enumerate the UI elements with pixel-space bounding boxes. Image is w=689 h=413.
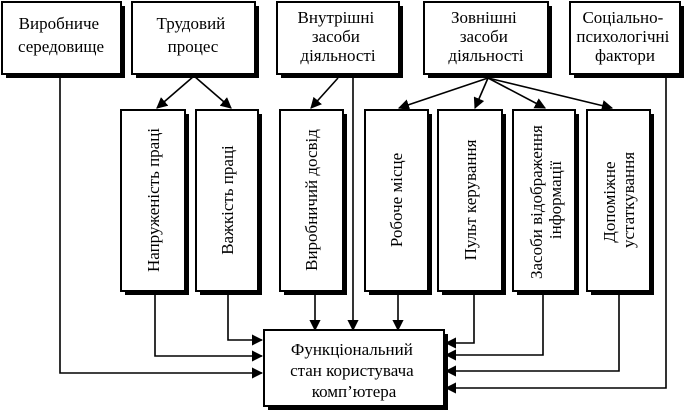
label-external-means: Зовнішні засоби діяльності xyxy=(448,8,523,65)
label-socio-psychological: Соціально- психологічні фактори xyxy=(576,8,673,65)
label-control-panel: Пульт керування xyxy=(461,139,480,260)
box-external-means: Зовнішні засоби діяльності xyxy=(423,1,552,78)
box-socio-psychological: Соціально- психологічні фактори xyxy=(569,1,684,78)
label-labor-process: Трудовий процес xyxy=(156,14,229,56)
box-control-panel: Пульт керування xyxy=(437,109,506,295)
label-labor-severity: Важкість праці xyxy=(218,145,237,255)
box-auxiliary-equipment: Допоміжне устаткування xyxy=(586,109,654,295)
arrow-intensity-to-result xyxy=(154,291,264,362)
box-production-experience: Виробничий досвід xyxy=(279,109,347,295)
arrow-auxiliary-to-result xyxy=(444,291,620,377)
arrow-external-means-to-workplace xyxy=(397,77,489,111)
arrow-display-means-to-result xyxy=(444,291,544,361)
arrow-socio-to-result xyxy=(444,78,667,394)
box-labor-severity: Важкість праці xyxy=(195,109,262,295)
arrow-labor-process-to-severity xyxy=(193,75,232,109)
arrow-severity-to-result xyxy=(227,291,264,346)
arrow-external-means-to-auxiliary xyxy=(487,77,614,112)
box-display-means: Засоби відображення інформації xyxy=(512,109,579,295)
label-production-environment: Виробниче середовище xyxy=(18,14,104,56)
label-auxiliary-equipment: Допоміжне устаткування xyxy=(600,152,638,248)
connectors xyxy=(59,75,667,394)
arrow-internal-means-to-experience xyxy=(310,77,339,109)
arrow-labor-process-to-intensity xyxy=(156,75,195,109)
arrow-control-panel-to-result xyxy=(444,291,475,349)
middle-row: Напруженість праці Важкість праці Виробн… xyxy=(120,109,654,295)
box-labor-intensity: Напруженість праці xyxy=(120,109,189,295)
label-internal-means: Внутрішні засоби діяльності xyxy=(298,8,379,65)
label-functional-state: Функціональний стан користувача комп’юте… xyxy=(290,340,418,401)
box-labor-process: Трудовий процес xyxy=(131,1,259,78)
box-internal-means: Внутрішні засоби діяльності xyxy=(276,1,403,78)
label-display-means: Засоби відображення інформації xyxy=(527,121,565,279)
label-production-experience: Виробничий досвід xyxy=(302,129,321,271)
arrow-external-means-to-display-means xyxy=(487,77,546,109)
label-labor-intensity: Напруженість праці xyxy=(144,128,163,272)
box-workplace: Робоче місце xyxy=(364,109,432,295)
label-workplace: Робоче місце xyxy=(387,153,406,247)
box-functional-state: Функціональний стан користувача комп’юте… xyxy=(263,329,448,410)
top-row: Виробниче середовище Трудовий процес Вну… xyxy=(1,1,684,78)
arrow-external-means-to-control-panel xyxy=(473,77,489,110)
arrow-environment-to-result xyxy=(59,78,264,379)
box-production-environment: Виробниче середовище xyxy=(1,1,125,78)
